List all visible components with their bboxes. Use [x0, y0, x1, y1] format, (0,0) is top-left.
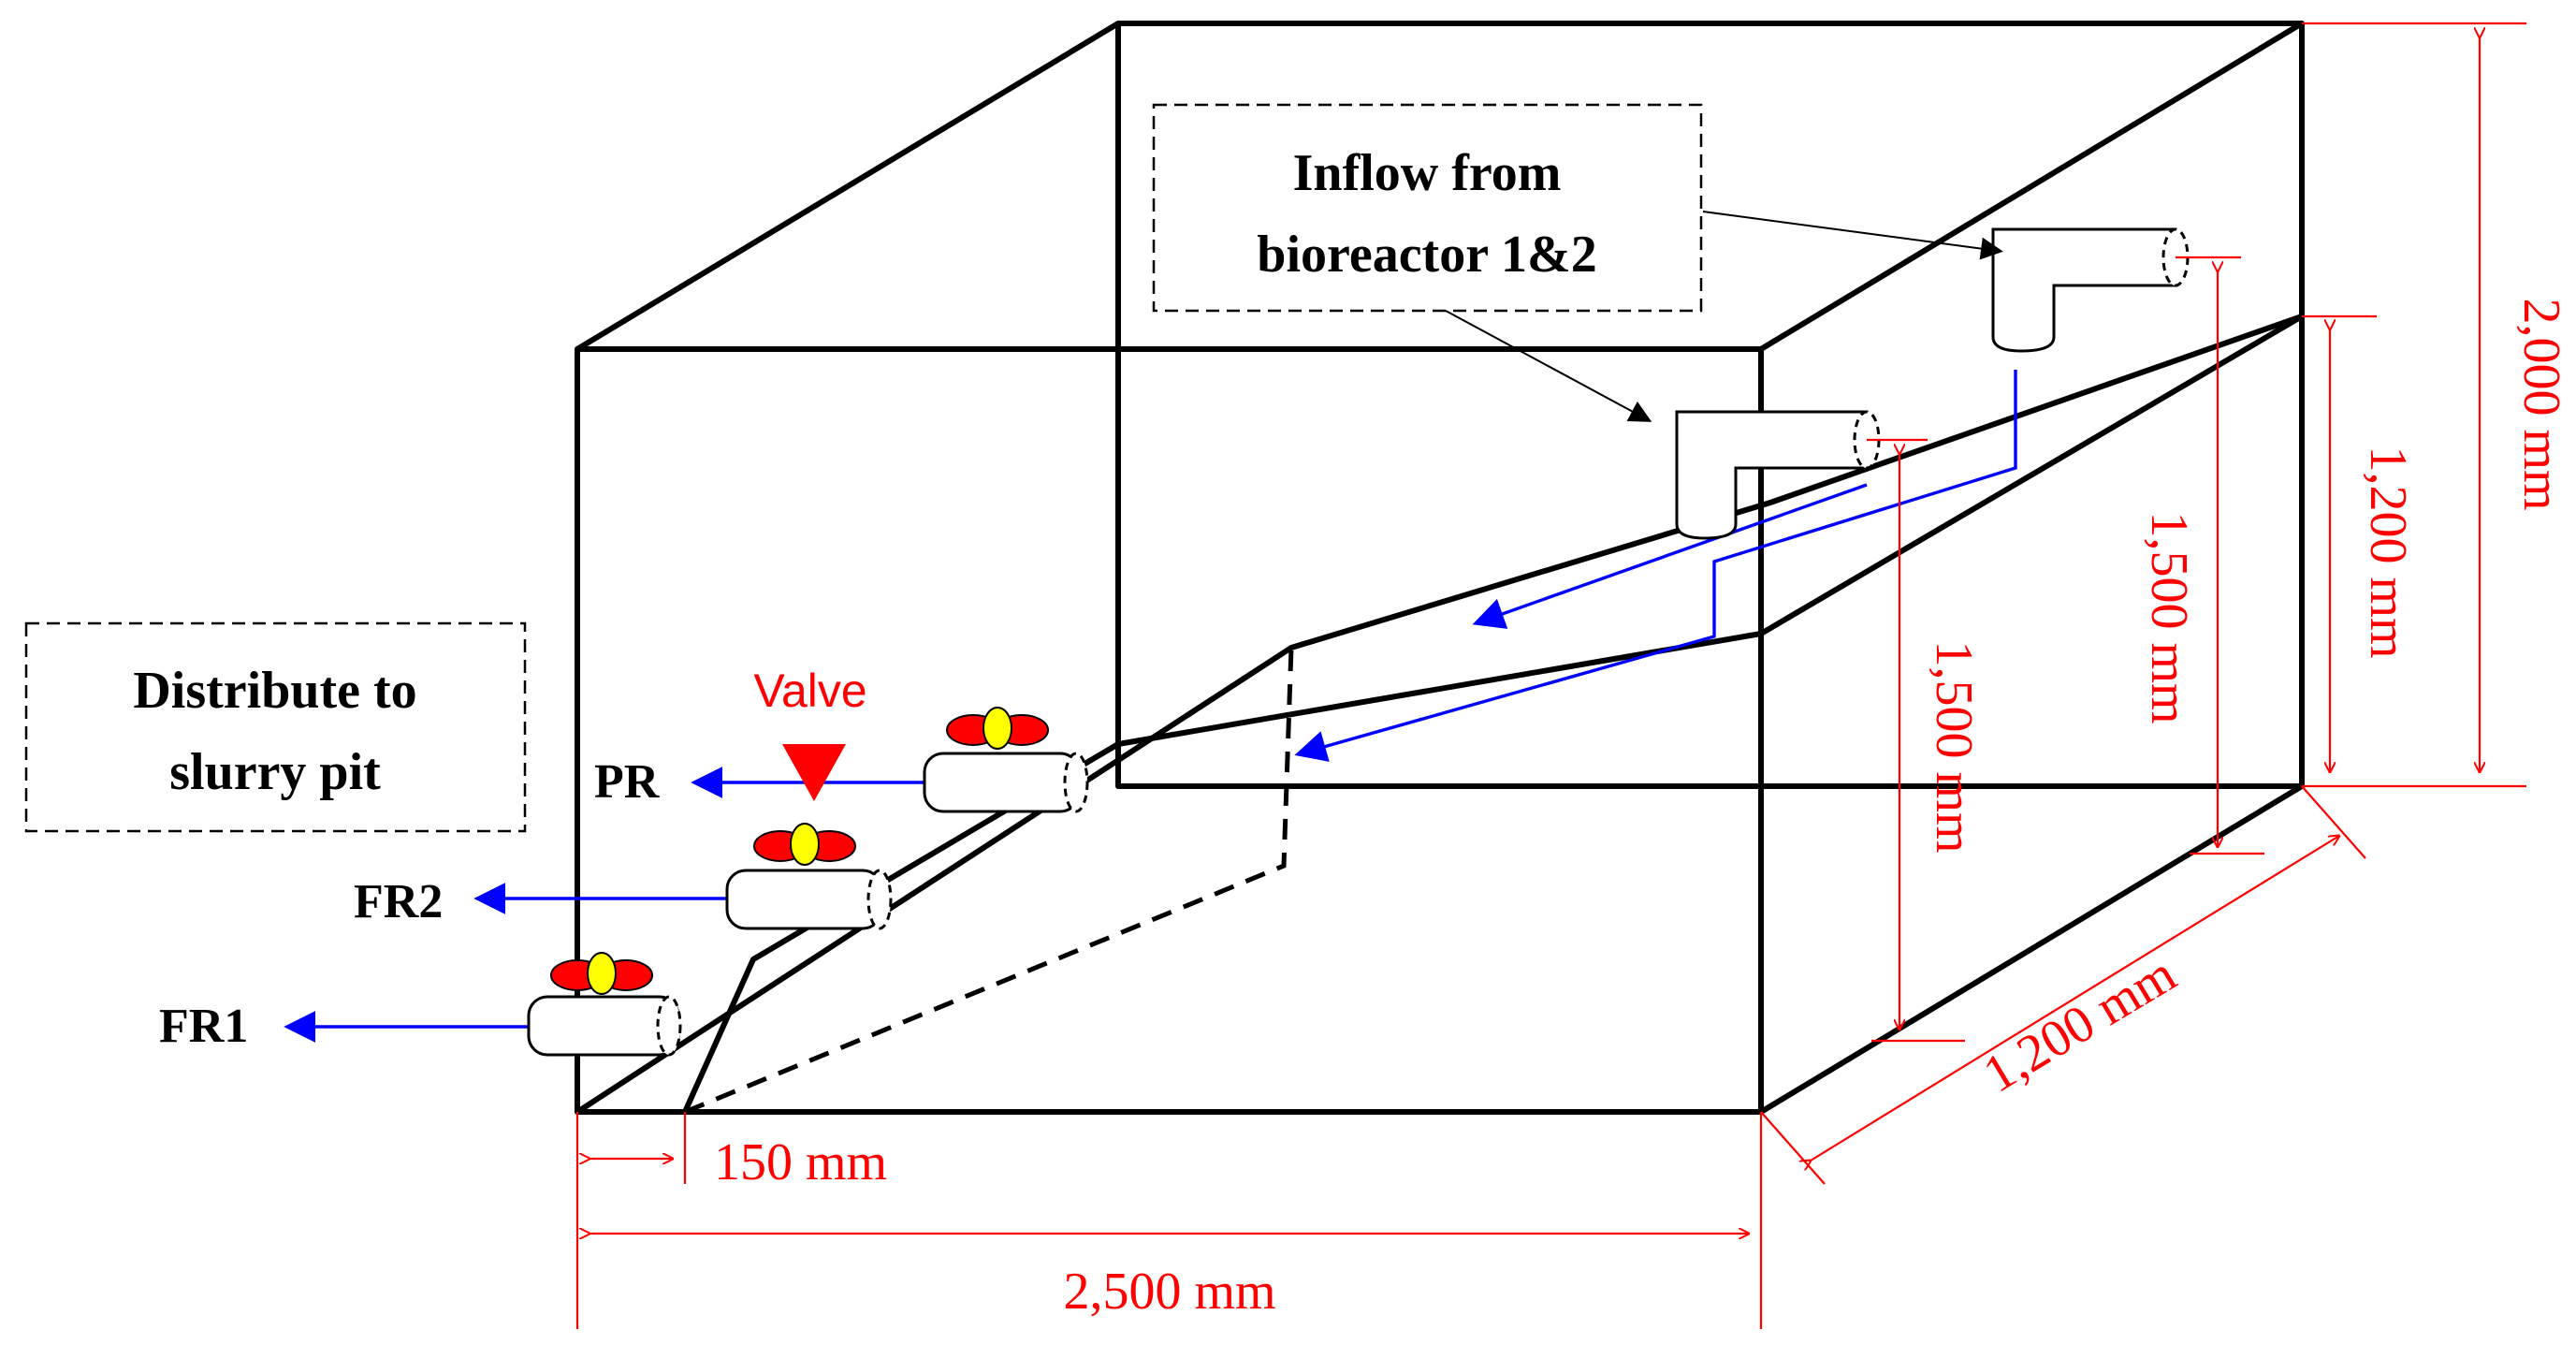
dim-label-height-total: 2,000 mm [2512, 298, 2570, 510]
distribute-label-line1: Distribute to [133, 662, 416, 720]
tank-front-face [575, 346, 1764, 1115]
dim-label-pipe-height-front: 1,500 mm [1925, 640, 1983, 853]
inflow-label-line1: Inflow from [1293, 144, 1562, 202]
valve-center-pr [982, 707, 1012, 750]
inclined-plate-front [575, 314, 2303, 1115]
dim-label-offset-bottom: 150 mm [714, 1133, 887, 1191]
flow-arrow-back [1294, 370, 2017, 762]
outlet-pipe-fr1 [527, 952, 682, 1057]
dim-label-depth: 1,200 mm [1973, 945, 2186, 1104]
dim-depth [1811, 836, 2339, 1161]
inclined-plate-hidden-edge [684, 647, 1294, 1115]
tank-edge-top-right [1759, 21, 2304, 352]
inflow-pipe-back [1991, 227, 2190, 353]
outlet-pipe-fr2 [725, 823, 893, 930]
distribute-label-box [24, 621, 527, 833]
dim-label-pipe-height-back: 1,500 mm [2140, 511, 2198, 723]
inflow-pointer-back [1702, 211, 2003, 260]
valve-center-fr2 [790, 823, 820, 866]
outlet-label-fr1: FR1 [159, 1000, 248, 1053]
dim-label-length: 2,500 mm [1063, 1263, 1275, 1321]
inflow-label-line2: bioreactor 1&2 [1257, 226, 1596, 284]
outlet-pipe-pr [923, 707, 1089, 813]
dimension-lines [575, 22, 2526, 1329]
tank-edge-top-left [575, 21, 1120, 352]
outlet-label-pr: PR [594, 755, 661, 809]
valve-label: Valve [753, 665, 866, 717]
flow-arrow-front [1472, 483, 1868, 629]
valve-marker-icon [782, 744, 846, 801]
inclined-plate-lower [682, 314, 2304, 1114]
flow-lines [284, 370, 2017, 1043]
inflow-pointer-front [1445, 310, 1652, 422]
tank-back-face [1115, 21, 2305, 789]
distribute-label-line2: slurry pit [169, 743, 381, 801]
inflow-label-box [1152, 103, 1703, 313]
outlet-label-fr2: FR2 [354, 875, 443, 928]
dim-label-height-back: 1,200 mm [2359, 446, 2417, 658]
valve-center-fr1 [587, 952, 617, 995]
